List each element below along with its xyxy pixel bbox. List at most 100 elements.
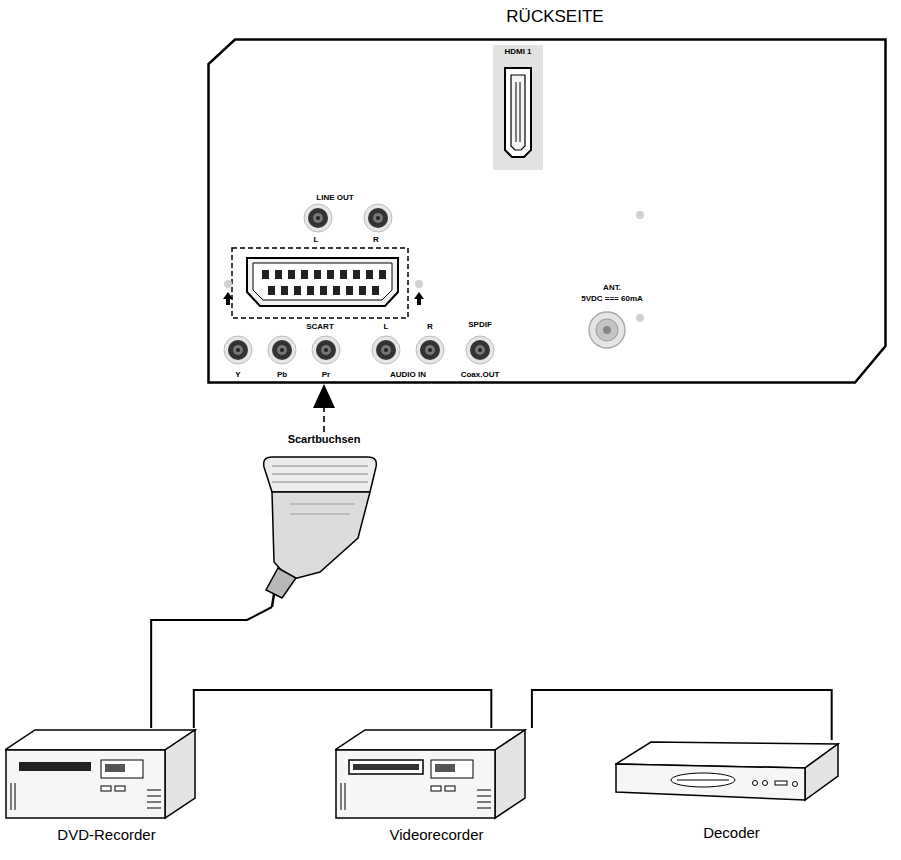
port-label: Pr (322, 371, 330, 379)
connector (532, 690, 832, 740)
plug-label: Scartbuchsen (250, 432, 398, 446)
decoder-box-drawing-part (753, 781, 758, 786)
panel-dot (636, 211, 644, 219)
video-recorder-drawing-part (477, 790, 491, 791)
scart-plug-drawing-part (290, 514, 350, 515)
port-label: 5VDC === 60mA (581, 295, 643, 303)
panel-outline (207, 38, 887, 384)
antenna-socket (589, 312, 625, 348)
up-arrow-symbol (414, 292, 424, 305)
video-recorder-drawing-part (477, 802, 491, 803)
port-label: LINE OUT (316, 194, 353, 202)
panel-dot (636, 314, 644, 322)
video-recorder-drawing-part (431, 760, 473, 778)
decoder-box-drawing (615, 740, 840, 802)
up-arrow-symbol (223, 292, 233, 305)
decoder-box-drawing-part (775, 781, 787, 785)
dvd-recorder: DVD-Recorder (5, 728, 208, 844)
panel-dot (224, 280, 232, 288)
scart-plug-drawing-part (290, 504, 355, 505)
video-recorder-drawing-part (477, 796, 491, 797)
scart-pins (262, 270, 386, 295)
dvd-recorder-drawing-part (165, 730, 195, 818)
video-recorder-drawing-part (431, 786, 441, 791)
rca-jack (312, 336, 340, 364)
decoder-box-drawing-part (616, 764, 805, 800)
decoder-box: Decoder (615, 740, 848, 842)
scart-socket-inner (253, 263, 392, 300)
dvd-recorder-drawing-part (147, 808, 161, 809)
rca-jack (416, 336, 444, 364)
video-recorder-drawing-part (435, 764, 455, 772)
rca-jack (304, 204, 332, 232)
port-label: L (314, 236, 319, 244)
dvd-recorder-drawing-part (6, 750, 165, 818)
dvd-recorder-drawing-part (19, 762, 91, 771)
video-recorder-drawing-part (341, 783, 342, 810)
connector-line (194, 690, 492, 728)
scart-highlight (232, 248, 408, 318)
scart-plug-drawing-part (272, 474, 368, 475)
video-recorder-drawing (335, 728, 530, 820)
dvd-recorder-drawing-part (15, 783, 16, 810)
scart-plug-drawing-part (272, 482, 368, 483)
port-label: Coax.OUT (461, 371, 500, 379)
dvd-recorder-drawing-part (11, 783, 12, 810)
video-recorder-drawing-part (349, 760, 423, 774)
device-label: Videorecorder (335, 826, 538, 844)
scart-plug-drawing (250, 452, 390, 607)
decoder-box-drawing-part (763, 781, 768, 786)
hdmi-area (493, 45, 543, 170)
port-label: R (373, 236, 379, 244)
hdmi-pins (516, 82, 520, 142)
decoder-box-drawing-part (677, 780, 729, 781)
panel-dot (415, 280, 423, 288)
scart-plug-drawing-part (264, 457, 377, 492)
dvd-recorder-drawing-part (147, 802, 161, 803)
video-recorder-drawing-part (345, 783, 346, 810)
scart-plug-drawing-part (266, 568, 296, 598)
connector-line (151, 607, 272, 728)
video-recorder-drawing-part (353, 764, 419, 770)
decoder-box-drawing-part (805, 744, 838, 800)
scart-plug-drawing-part (272, 466, 368, 467)
video-recorder: Videorecorder (335, 728, 538, 844)
scart-plug: Scartbuchsen (250, 432, 398, 607)
port-label: ANT. (603, 284, 621, 292)
dvd-recorder-drawing-part (105, 764, 125, 772)
arrow-head (313, 384, 335, 408)
connector (151, 607, 272, 728)
video-recorder-drawing-part (335, 730, 525, 750)
connector (313, 384, 335, 432)
rca-jack (224, 336, 252, 364)
tv-back-panel: RÜCKSEITE (207, 38, 887, 384)
scart-plug-drawing-part (272, 594, 274, 607)
device-label: Decoder (615, 824, 848, 842)
port-label: Pb (277, 371, 287, 379)
video-recorder-drawing-part (445, 786, 455, 791)
panel-title: RÜCKSEITE (207, 7, 901, 27)
decoder-box-drawing-part (793, 782, 798, 787)
device-label: DVD-Recorder (5, 826, 208, 844)
port-label: R (427, 323, 433, 331)
connector-line (532, 690, 832, 740)
hdmi-port-inner (511, 75, 525, 150)
port-label: AUDIO IN (390, 371, 426, 379)
scart-socket (247, 258, 398, 306)
scart-plug-drawing-part (272, 492, 370, 580)
video-recorder-drawing-part (495, 730, 525, 818)
video-recorder-drawing-part (336, 750, 495, 818)
connector (194, 690, 492, 728)
video-recorder-drawing-part (477, 808, 491, 809)
port-label: SPDIF (468, 321, 492, 329)
port-label: L (384, 323, 389, 331)
dvd-recorder-drawing-part (115, 786, 125, 791)
dvd-recorder-drawing-part (147, 790, 161, 791)
dvd-recorder-drawing (5, 728, 200, 820)
hdmi-port (505, 68, 531, 157)
port-label: SCART (306, 323, 334, 331)
port-label: Y (235, 371, 240, 379)
rca-jack (268, 336, 296, 364)
dvd-recorder-drawing-part (147, 796, 161, 797)
